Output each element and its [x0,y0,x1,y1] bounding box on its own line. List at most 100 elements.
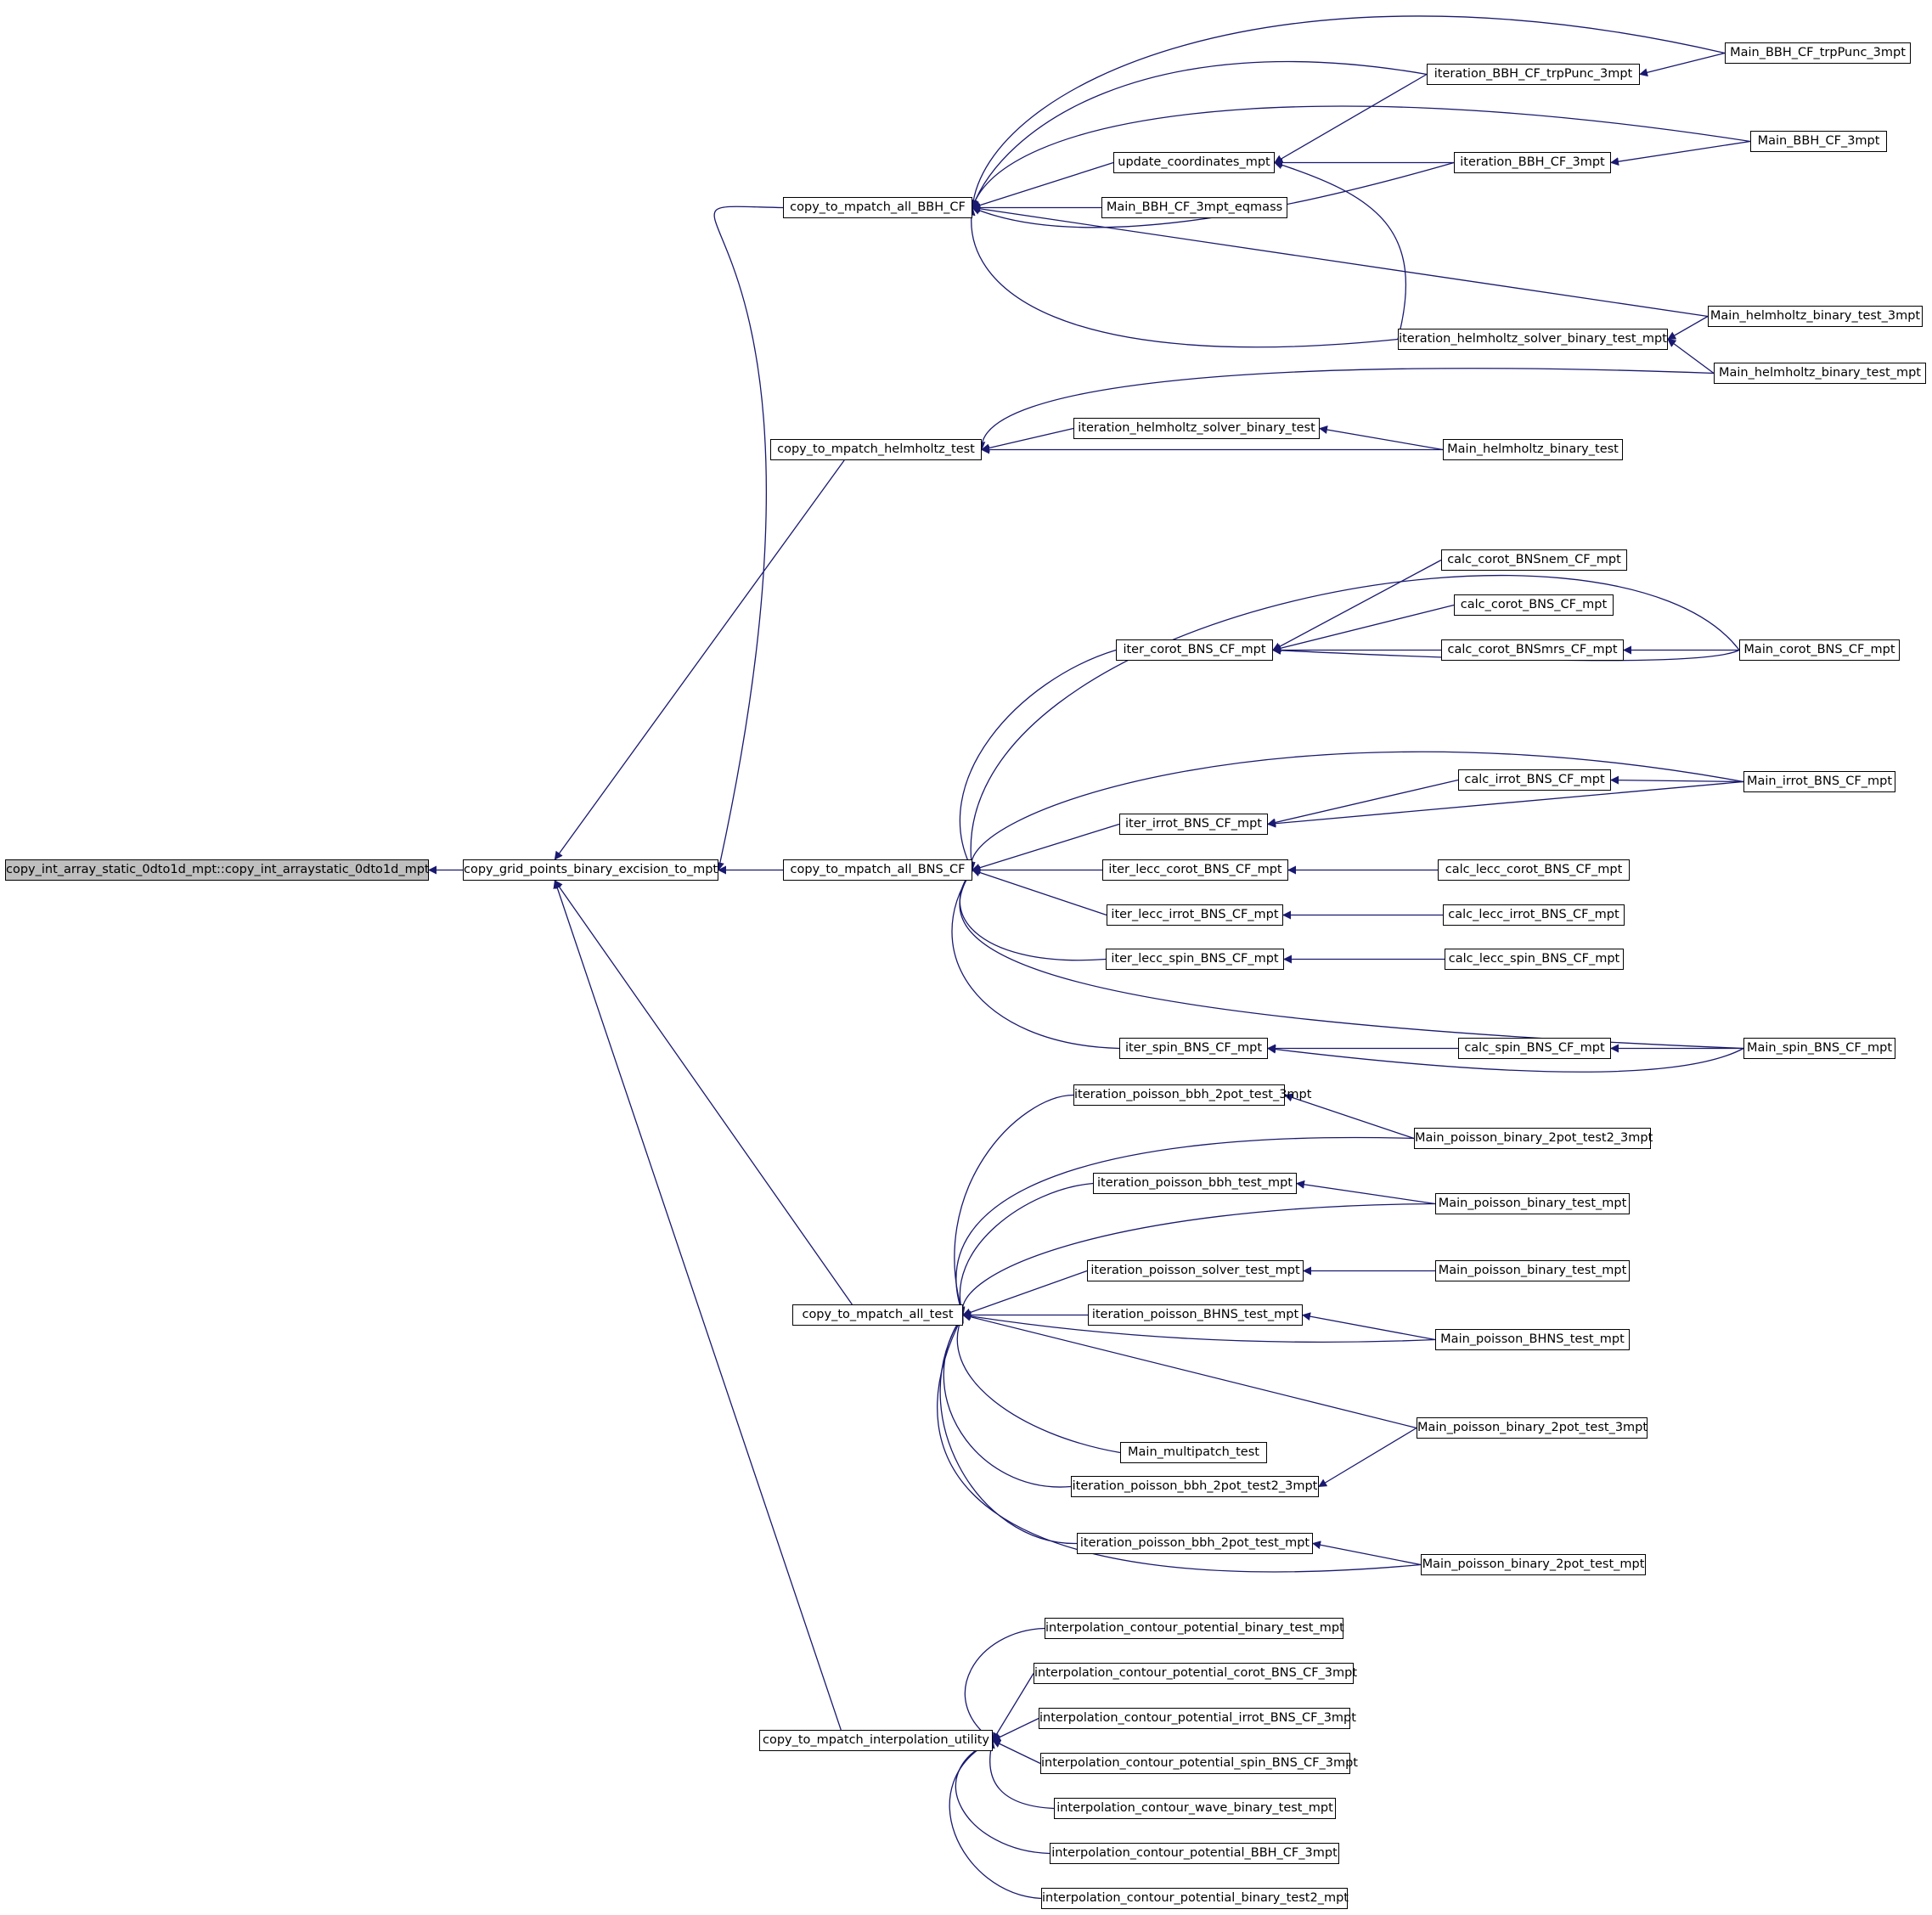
node-main-helmholtz-binary-test-3mpt[interactable]: Main_helmholtz_binary_test_3mpt [1708,306,1923,327]
node-iteration-bbh-cf-3mpt[interactable]: iteration_BBH_CF_3mpt [1454,152,1611,173]
node-copy-to-mpatch-all-bns-cf[interactable]: copy_to_mpatch_all_BNS_CF [783,859,972,881]
edge-n34-to-n4 [959,869,1744,1050]
edge-n9-to-n2 [971,105,1751,209]
node-calc-corot-bns-cf-mpt[interactable]: calc_corot_BNS_CF_mpt [1454,594,1614,616]
edge-n13-to-n2 [972,204,1709,318]
node-iteration-poisson-bbh-test-mpt[interactable]: iteration_poisson_bbh_test_mpt [1093,1173,1297,1194]
edge-n46-to-n5 [939,1314,1078,1545]
edge-n28-to-n4 [972,868,1107,916]
edge-n43-to-n5 [962,1312,1417,1429]
edge-n13-to-n14 [1667,315,1709,341]
edge-n8-to-n7 [1639,52,1726,77]
node-main-spin-bns-cf-mpt[interactable]: Main_spin_BNS_CF_mpt [1743,1038,1895,1059]
edge-n37-to-n5 [956,1182,1094,1316]
edge-n9-to-n11 [1610,140,1751,166]
node-iter-lecc-spin-bns-cf-mpt[interactable]: iter_lecc_spin_BNS_CF_mpt [1106,949,1284,970]
node-main-bbh-cf-3mpt[interactable]: Main_BBH_CF_3mpt [1750,131,1887,152]
edge-n35-to-n5 [954,1094,1074,1316]
edge-n44-to-n5 [955,1314,1121,1454]
node-copy-grid-points-binary-excision-to-mpt[interactable]: copy_grid_points_binary_excision_to_mpt [463,859,718,881]
edge-n19-to-n20 [1272,604,1455,653]
node-iteration-helmholtz-solver-binary-test[interactable]: iteration_helmholtz_solver_binary_test [1073,418,1320,439]
edge-n39-to-n5 [962,1270,1088,1317]
node-main-irrot-bns-cf-mpt[interactable]: Main_irrot_BNS_CF_mpt [1743,771,1895,792]
node-calc-lecc-spin-bns-cf-mpt[interactable]: calc_lecc_spin_BNS_CF_mpt [1445,949,1624,970]
edge-n53-to-n6 [955,1739,1050,1855]
node-interpolation-contour-potential-bbh-cf-3mpt[interactable]: interpolation_contour_potential_BBH_CF_3… [1050,1843,1339,1864]
edge-n18-to-n20 [1272,559,1442,651]
edge-n25-to-n4 [972,823,1120,872]
edge-n7-to-n10 [1274,73,1428,164]
node-main-poisson-bhns-test-mpt[interactable]: Main_poisson_BHNS_test_mpt [1435,1329,1630,1350]
node-calc-spin-bns-cf-mpt[interactable]: calc_spin_BNS_CF_mpt [1458,1038,1611,1059]
edge-n36-to-n35 [1284,1093,1415,1140]
node-iteration-poisson-bbh-2pot-test-mpt[interactable]: iteration_poisson_bbh_2pot_test_mpt [1077,1533,1313,1554]
node-calc-lecc-corot-bns-cf-mpt[interactable]: calc_lecc_corot_BNS_CF_mpt [1438,859,1630,881]
node-main-multipatch-test[interactable]: Main_multipatch_test [1120,1442,1267,1463]
node-main-helmholtz-binary-test-mpt[interactable]: Main_helmholtz_binary_test_mpt [1714,363,1926,384]
node-iteration-bbh-cf-trppunc-3mpt[interactable]: iteration_BBH_CF_trpPunc_3mpt [1427,64,1640,85]
node-update-coordinates-mpt[interactable]: update_coordinates_mpt [1113,152,1275,173]
edge-n6-to-n1 [553,880,842,1731]
edge-n36-to-n5 [955,1136,1415,1316]
node-main-poisson-binary-test-mpt-b[interactable]: Main_poisson_binary_test_mpt [1435,1260,1630,1281]
node-iteration-poisson-bhns-test-mpt[interactable]: iteration_poisson_BHNS_test_mpt [1088,1304,1303,1326]
node-copy-to-mpatch-interpolation-utility[interactable]: copy_to_mpatch_interpolation_utility [759,1730,993,1751]
node-copy-to-mpatch-helmholtz-test[interactable]: copy_to_mpatch_helmholtz_test [770,439,982,460]
edge-n42-to-n41 [1302,1312,1436,1341]
edge-n14-to-n2 [966,206,1399,348]
node-interpolation-contour-potential-binary-test2-mpt[interactable]: interpolation_contour_potential_binary_t… [1041,1888,1349,1909]
node-iteration-poisson-bbh-2pot-test2-3mpt[interactable]: iteration_poisson_bbh_2pot_test2_3mpt [1071,1476,1319,1497]
node-copy-to-mpatch-all-bbh-cf[interactable]: copy_to_mpatch_all_BBH_CF [783,197,972,218]
node-calc-lecc-irrot-bns-cf-mpt[interactable]: calc_lecc_irrot_BNS_CF_mpt [1443,904,1625,926]
edge-n32-to-n4 [951,869,1120,1050]
node-interpolation-contour-potential-binary-test-mpt[interactable]: interpolation_contour_potential_binary_t… [1045,1618,1344,1639]
edge-n24-to-n25 [1267,780,1744,828]
edge-n38-to-n37 [1296,1180,1436,1205]
node-main-poisson-binary-2pot-test2-3mpt[interactable]: Main_poisson_binary_2pot_test2_3mpt [1414,1128,1653,1149]
node-main-bbh-cf-3mpt-eqmass[interactable]: Main_BBH_CF_3mpt_eqmass [1101,197,1287,218]
edge-n2-to-n1 [713,206,784,871]
edge-n22-to-n4 [966,575,1740,871]
node-iteration-poisson-solver-test-mpt[interactable]: iteration_poisson_solver_test_mpt [1087,1260,1304,1281]
node-iter-corot-bns-cf-mpt[interactable]: iter_corot_BNS_CF_mpt [1116,639,1273,661]
node-iter-spin-bns-cf-mpt[interactable]: iter_spin_BNS_CF_mpt [1119,1038,1268,1059]
node-main-poisson-binary-2pot-test-mpt[interactable]: Main_poisson_binary_2pot_test_mpt [1421,1554,1646,1575]
node-iter-lecc-irrot-bns-cf-mpt[interactable]: iter_lecc_irrot_BNS_CF_mpt [1107,904,1283,926]
node-main-poisson-binary-2pot-test-3mpt[interactable]: Main_poisson_binary_2pot_test_3mpt [1417,1417,1648,1439]
node-copy-to-mpatch-all-test[interactable]: copy_to_mpatch_all_test [792,1304,963,1326]
node-main-poisson-binary-test-mpt-a[interactable]: Main_poisson_binary_test_mpt [1435,1193,1630,1214]
node-iteration-helmholtz-solver-binary-test-mpt[interactable]: iteration_helmholtz_solver_binary_test_m… [1398,329,1668,350]
edge-n47-to-n5 [937,1314,1422,1573]
node-calc-corot-bnsmrs-cf-mpt[interactable]: calc_corot_BNSmrs_CF_mpt [1441,639,1624,661]
edge-n34-to-n32 [1267,1045,1744,1073]
edge-n11-to-n2 [972,161,1455,228]
edge-n24-to-n23 [1610,775,1744,785]
node-main-corot-bns-cf-mpt[interactable]: Main_corot_BNS_CF_mpt [1739,639,1900,661]
node-iter-irrot-bns-cf-mpt[interactable]: iter_irrot_BNS_CF_mpt [1119,814,1268,835]
node-interpolation-contour-potential-spin-bns-cf-3mpt[interactable]: interpolation_contour_potential_spin_BNS… [1040,1753,1358,1774]
edge-n23-to-n25 [1267,779,1459,827]
node-main-bbh-cf-trppunc-3mpt[interactable]: Main_BBH_CF_trpPunc_3mpt [1725,42,1911,64]
node-copy-int-array-static-0dto1d-mpt: copy_int_array_static_0dto1d_mpt::copy_i… [5,859,430,881]
node-iter-lecc-corot-bns-cf-mpt[interactable]: iter_lecc_corot_BNS_CF_mpt [1102,859,1288,881]
node-calc-corot-bnsnem-cf-mpt[interactable]: calc_corot_BNSnem_CF_mpt [1441,549,1627,571]
edge-n50-to-n6 [992,1717,1039,1742]
node-interpolation-contour-potential-irrot-bns-cf-3mpt[interactable]: interpolation_contour_potential_irrot_BN… [1039,1708,1356,1729]
node-main-helmholtz-binary-test[interactable]: Main_helmholtz_binary_test [1443,439,1623,460]
edge-n14-to-n10 [1274,161,1406,340]
node-calc-irrot-bns-cf-mpt[interactable]: calc_irrot_BNS_CF_mpt [1458,769,1611,791]
node-interpolation-contour-wave-binary-test-mpt[interactable]: interpolation_contour_wave_binary_test_m… [1054,1798,1336,1819]
edge-n47-to-n46 [1312,1540,1422,1566]
edge-n7-to-n2 [971,60,1428,209]
edge-n15-to-n3 [977,368,1715,451]
edge-n8-to-n2 [968,15,1726,209]
node-interpolation-contour-potential-corot-bns-cf-3mpt[interactable]: interpolation_contour_potential_corot_BN… [1034,1663,1357,1684]
edge-n48-to-n6 [964,1627,1045,1742]
edge-n15-to-n14 [1667,338,1715,375]
edge-n54-to-n6 [949,1739,1042,1900]
edge-n20-to-n4 [959,649,1117,871]
node-iteration-poisson-bbh-2pot-test-3mpt[interactable]: iteration_poisson_bbh_2pot_test_3mpt [1073,1084,1311,1106]
